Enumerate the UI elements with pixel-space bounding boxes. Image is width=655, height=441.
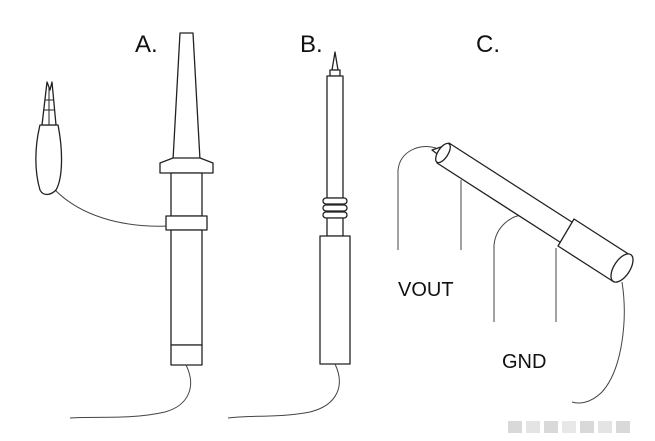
probe-b	[227, 51, 351, 419]
probe-b-grip-ring-3	[322, 211, 348, 219]
probe-b-cable	[227, 363, 340, 419]
probe-a-tip	[172, 32, 201, 161]
probe-c-handle-end	[610, 253, 634, 283]
probe-b-tip	[331, 51, 339, 71]
probe-a-neck	[170, 172, 203, 217]
probe-a-strain-relief	[170, 344, 203, 366]
probe-c	[397, 142, 634, 404]
panel-label-a: A.	[135, 31, 158, 58]
probe-c-gnd-wire	[493, 214, 528, 322]
probe-b-neck	[326, 217, 344, 237]
probe-b-tip-collar	[329, 69, 341, 77]
probe-b-grip-ring-1	[322, 197, 348, 205]
probe-a-body	[170, 229, 203, 346]
panel-label-b: B.	[300, 31, 323, 58]
probe-a-collar	[165, 215, 208, 231]
vout-label: VOUT	[398, 279, 454, 301]
probe-a	[35, 32, 214, 419]
probe-c-shaft	[436, 142, 579, 247]
probe-b-shaft	[326, 75, 344, 199]
probe-a-cable	[69, 364, 192, 419]
gnd-label: GND	[502, 351, 546, 373]
probe-a-ground-clip	[35, 124, 63, 196]
blurred-watermark	[508, 421, 630, 433]
probe-c-cable	[571, 281, 625, 404]
probe-a-flange	[159, 157, 214, 174]
probe-a-ground-wire	[54, 189, 171, 227]
probe-b-grip-ring-2	[322, 204, 348, 212]
probe-c-vout-wire	[397, 146, 437, 250]
probe-b-handle	[319, 235, 351, 365]
panel-label-c: C.	[476, 31, 500, 58]
